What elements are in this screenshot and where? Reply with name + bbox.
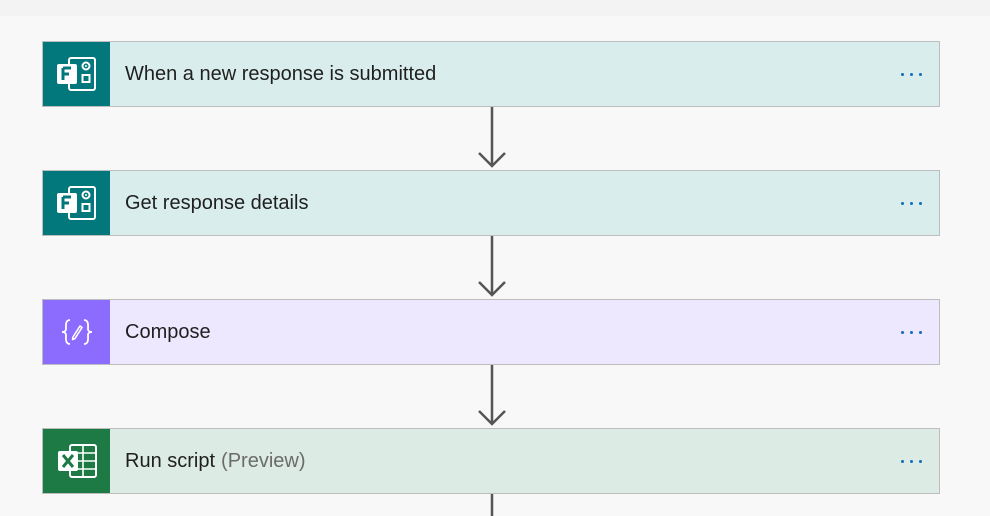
forms-icon-box: [43, 171, 110, 235]
more-icon: [900, 459, 922, 463]
compose-icon: [61, 319, 92, 345]
connector-arrow: [477, 365, 507, 427]
compose-icon-box: [43, 300, 110, 364]
flow-step-compose[interactable]: Compose: [42, 299, 940, 365]
flow-step-get-response[interactable]: Get response details: [42, 170, 940, 236]
forms-icon-box: [43, 42, 110, 106]
more-icon: [900, 201, 922, 205]
more-options-button[interactable]: [883, 42, 939, 106]
step-title[interactable]: Compose: [110, 300, 883, 364]
flow-step-run-script[interactable]: Run script (Preview): [42, 428, 940, 494]
forms-icon: [56, 57, 96, 91]
preview-tag: (Preview): [221, 449, 306, 472]
excel-icon-box: [43, 429, 110, 493]
step-title-text: Get response details: [125, 191, 309, 214]
excel-icon: [57, 444, 97, 478]
more-options-button[interactable]: [883, 300, 939, 364]
step-title[interactable]: Run script (Preview): [110, 429, 883, 493]
step-title[interactable]: Get response details: [110, 171, 883, 235]
forms-icon: [56, 186, 96, 220]
top-strip: [0, 0, 990, 16]
connector-arrow: [477, 107, 507, 169]
connector-line: [477, 494, 507, 516]
flow-step-trigger[interactable]: When a new response is submitted: [42, 41, 940, 107]
more-options-button[interactable]: [883, 171, 939, 235]
more-icon: [900, 72, 922, 76]
step-title-text: Compose: [125, 320, 211, 343]
step-title-text: When a new response is submitted: [125, 62, 437, 85]
step-title[interactable]: When a new response is submitted: [110, 42, 883, 106]
step-title-text: Run script: [125, 449, 216, 472]
more-options-button[interactable]: [883, 429, 939, 493]
connector-arrow: [477, 236, 507, 298]
more-icon: [900, 330, 922, 334]
